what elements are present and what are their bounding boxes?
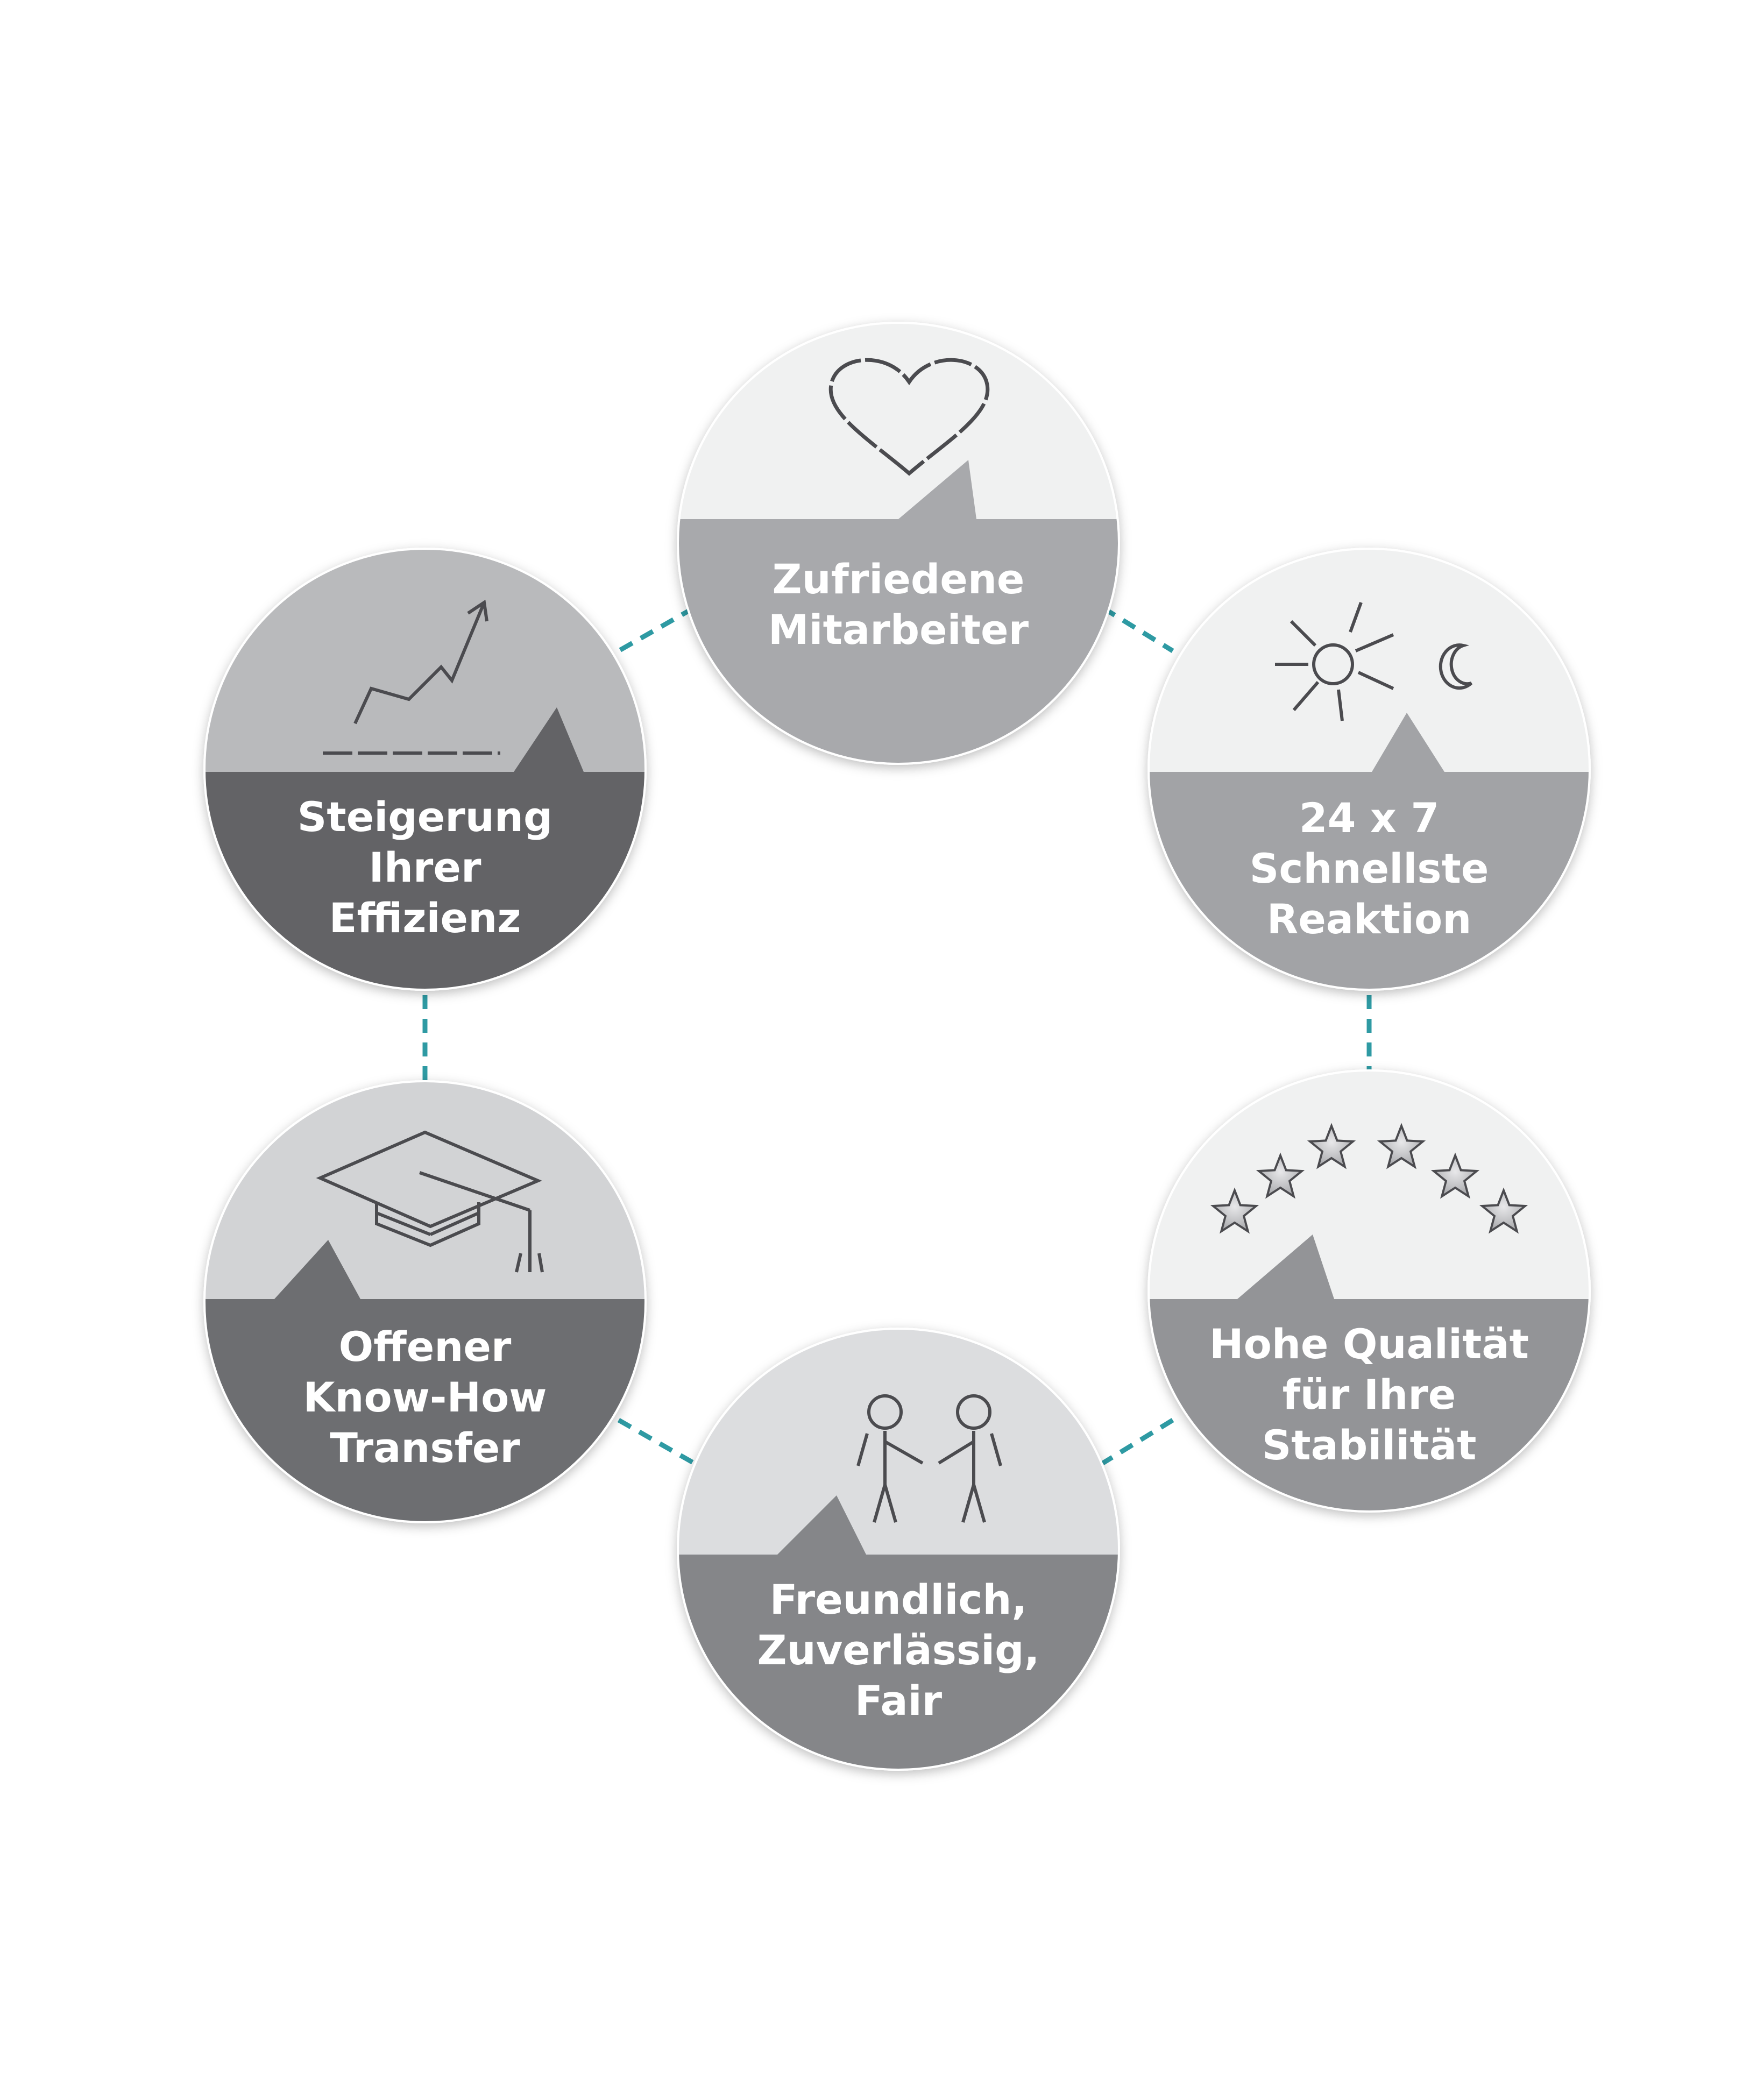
node-label-zufriedene-mitarbeiter: Zufriedene Mitarbeiter xyxy=(694,554,1103,655)
label-line: Zufriedene xyxy=(772,555,1025,603)
connector-lines xyxy=(422,606,1372,1465)
moon-icon xyxy=(1439,643,1473,690)
label-line: Transfer xyxy=(330,1424,520,1472)
node-hohe-qualitaet xyxy=(1147,1069,1591,1513)
node-label-schnellste-reaktion: 24 x 7 Schnellste Reaktion xyxy=(1165,793,1574,945)
label-line: Offener xyxy=(338,1323,512,1371)
label-line: für Ihre xyxy=(1282,1371,1456,1418)
label-line: 24 x 7 xyxy=(1299,794,1440,842)
sun-icon xyxy=(1275,601,1394,721)
node-label-freundlich: Freundlich, Zuverlässig, Fair xyxy=(694,1574,1103,1726)
star-icon xyxy=(1307,1123,1356,1169)
node-offener-know-how xyxy=(203,1080,647,1523)
connector-line xyxy=(1101,1418,1174,1465)
label-line: Hohe Qualität xyxy=(1209,1320,1529,1368)
node-label-hohe-qualitaet: Hohe Qualität für Ihre Stabilität xyxy=(1165,1319,1574,1471)
node-bottom-fill xyxy=(678,1495,1119,1770)
star-icon xyxy=(1377,1123,1426,1169)
stars-icon xyxy=(1210,1123,1528,1234)
rising-chart-icon xyxy=(323,599,500,755)
handshake-people-icon xyxy=(856,1394,1002,1523)
node-bottom-fill xyxy=(1149,713,1590,990)
star-icon xyxy=(1430,1152,1480,1199)
connector-line xyxy=(617,1418,696,1465)
node-bottom-fill xyxy=(204,707,646,990)
connector-line xyxy=(617,606,696,653)
heart-icon xyxy=(828,358,990,476)
label-line: Reaktion xyxy=(1266,895,1472,943)
graduation-cap-icon xyxy=(316,1130,544,1273)
label-line: Steigerung xyxy=(297,793,553,841)
connector-line xyxy=(1101,606,1174,653)
label-line: Effizienz xyxy=(329,894,521,942)
star-icon xyxy=(1210,1187,1259,1234)
node-label-offener-know-how: Offener Know-How Transfer xyxy=(221,1322,629,1473)
label-line: Stabilität xyxy=(1262,1421,1477,1469)
star-icon xyxy=(1256,1152,1305,1199)
label-line: Mitarbeiter xyxy=(768,606,1029,654)
label-line: Zuverlässig, xyxy=(757,1626,1040,1674)
node-schnellste-reaktion xyxy=(1147,548,1591,991)
label-line: Ihrer xyxy=(369,843,481,891)
label-line: Fair xyxy=(854,1677,943,1725)
node-bottom-fill xyxy=(204,1240,646,1522)
star-icon xyxy=(1479,1187,1528,1234)
node-steigerung xyxy=(203,548,647,991)
node-label-steigerung: Steigerung Ihrer Effizienz xyxy=(221,792,629,943)
label-line: Schnellste xyxy=(1249,845,1489,892)
node-bottom-fill xyxy=(678,460,1119,764)
label-line: Know-How xyxy=(303,1373,547,1421)
node-bottom-fill xyxy=(1149,1235,1590,1512)
node-zufriedene-mitarbeiter xyxy=(677,322,1120,765)
label-line: Freundlich, xyxy=(769,1576,1028,1623)
